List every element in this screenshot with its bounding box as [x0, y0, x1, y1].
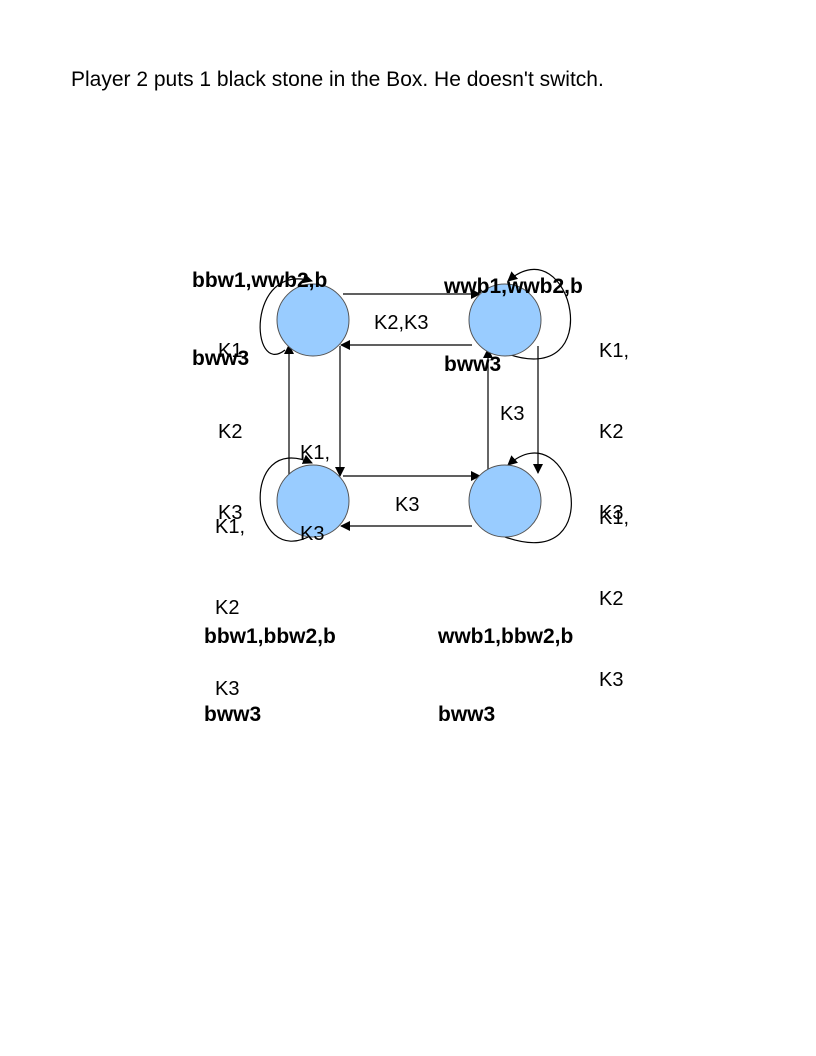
node-label-line: wwb1,wwb2,b: [444, 275, 583, 298]
self-loop-top-right: [504, 268, 572, 360]
node-label-line: bww3: [438, 703, 496, 726]
edge-label-line: K2: [215, 597, 240, 619]
edge-label-line: K1,: [599, 507, 630, 529]
edge-label-line: K3: [215, 678, 240, 700]
node-bottom-right: [468, 464, 542, 538]
page-title: Player 2 puts 1 black stone in the Box. …: [71, 68, 604, 91]
edge-label-top: K2,K3: [374, 312, 429, 334]
node-top-right: [468, 283, 542, 357]
node-label-top-left: bbw1,wwb2,b bww3: [192, 216, 327, 398]
edge-label-line: K2: [218, 421, 243, 443]
node-label-line: bww3: [192, 347, 250, 370]
node-label-line: bww3: [204, 703, 262, 726]
node-label-bottom-right: wwb1,bbw2,b bww3: [438, 572, 573, 754]
edge-label-right: K3: [500, 403, 525, 425]
self-loop-bottom-right: [504, 452, 572, 544]
node-label-bottom-left: bbw1,bbw2,b bww3: [204, 572, 336, 754]
edge-label-line: K2: [599, 421, 624, 443]
edge-label-line: K1,: [218, 340, 249, 362]
edge-label-line: K3: [599, 669, 624, 691]
node-label-line: bbw1,bbw2,b: [204, 625, 336, 648]
edge-label-line: K3: [300, 523, 325, 545]
node-label-line: bww3: [444, 353, 502, 376]
edge-label-left: K1, K3: [300, 386, 330, 575]
node-label-line: bbw1,wwb2,b: [192, 269, 328, 292]
self-loop-top-left: [259, 273, 313, 355]
edge-label-line: K1,: [300, 442, 331, 464]
edge-label-line: K3: [599, 502, 624, 524]
self-loop-label-top-right: K1, K2 K3: [599, 284, 629, 554]
node-label-line: wwb1,bbw2,b: [438, 625, 574, 648]
edge-label-line: K3: [218, 502, 243, 524]
self-loop-label-bottom-left: K1, K2 K3: [215, 460, 245, 730]
node-bottom-left: [276, 464, 350, 538]
self-loop-bottom-left: [259, 454, 313, 542]
edge-label-bottom: K3: [395, 494, 420, 516]
node-top-left: [276, 283, 350, 357]
self-loop-label-bottom-right: K1, K2 K3: [599, 451, 629, 721]
edge-label-line: K1,: [599, 340, 630, 362]
edge-label-line: K1,: [215, 516, 246, 538]
edge-label-line: K2: [599, 588, 624, 610]
self-loop-label-top-left: K1, K2 K3: [218, 284, 248, 554]
node-label-top-right: wwb1,wwb2,b bww3: [444, 222, 583, 404]
